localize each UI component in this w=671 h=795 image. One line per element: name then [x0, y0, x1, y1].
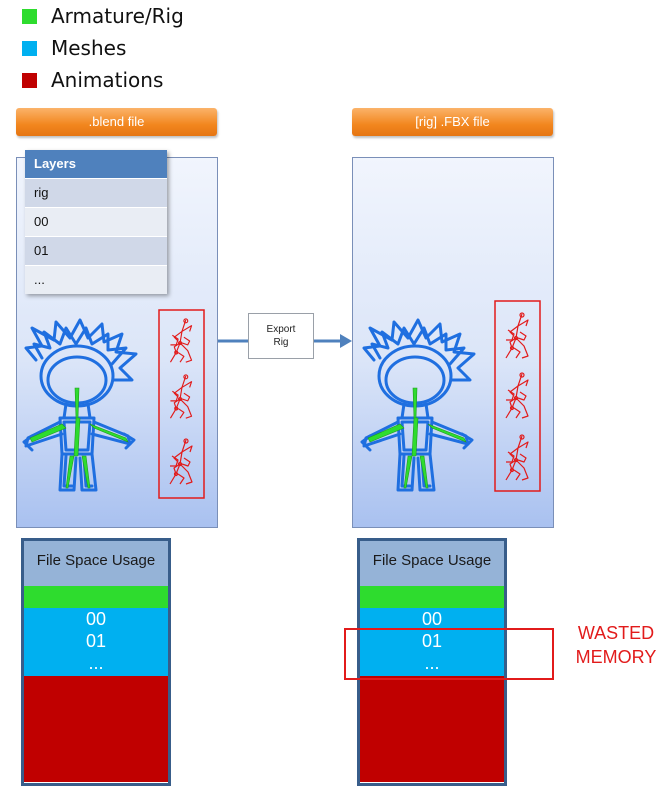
- layer-row-00[interactable]: 00: [25, 207, 167, 236]
- legend-item-animations: Animations: [22, 68, 164, 92]
- anim-frame: [169, 438, 193, 485]
- usage-bar-blend: File Space Usage 00 01 ...: [21, 538, 171, 786]
- export-label: Rig: [273, 337, 289, 348]
- usage-rig-segment: [360, 586, 504, 608]
- wasted-line: MEMORY: [575, 647, 657, 667]
- layer-row-rig[interactable]: rig: [25, 178, 167, 207]
- wasted-memory-label: WASTED MEMORY: [566, 621, 666, 669]
- usage-mesh-label: 01: [421, 631, 443, 651]
- legend-label: Meshes: [51, 36, 127, 60]
- legend-swatch: [22, 8, 37, 24]
- legend-label: Armature/Rig: [51, 4, 184, 28]
- anim-frame: [169, 318, 193, 363]
- legend-item-meshes: Meshes: [22, 36, 127, 60]
- legend-swatch: [22, 40, 37, 56]
- arrow-head-icon: [340, 334, 352, 348]
- anim-frame: [505, 434, 529, 481]
- usage-animation-segment: [360, 676, 504, 782]
- usage-mesh-label: 00: [421, 609, 443, 629]
- usage-animation-segment: [24, 676, 168, 782]
- wasted-line: WASTED: [577, 623, 655, 643]
- character-fbx: [360, 318, 476, 492]
- usage-title: File Space Usage: [24, 541, 168, 586]
- anim-frame: [505, 312, 529, 359]
- export-label: Export: [266, 324, 296, 335]
- usage-title: File Space Usage: [360, 541, 504, 586]
- animations-box-blend: [158, 309, 205, 499]
- wasted-memory-highlight: [344, 628, 554, 680]
- anim-frame: [505, 372, 529, 419]
- usage-mesh-label: 00: [85, 609, 107, 629]
- usage-mesh-label: ...: [424, 653, 440, 673]
- legend-item-rig: Armature/Rig: [22, 4, 184, 28]
- layer-row-more[interactable]: ...: [25, 265, 167, 294]
- animations-box-fbx: [494, 300, 541, 492]
- legend-swatch: [22, 72, 37, 88]
- usage-mesh-segment: 00 01 ...: [360, 608, 504, 676]
- legend-label: Animations: [51, 68, 164, 92]
- fbx-file-tab: [rig] .FBX file: [352, 108, 553, 136]
- usage-mesh-segment: 00 01 ...: [24, 608, 168, 676]
- anim-frame: [169, 374, 193, 419]
- character-blend: [22, 318, 138, 492]
- usage-rig-segment: [24, 586, 168, 608]
- usage-mesh-label: 01: [85, 631, 107, 651]
- usage-mesh-label: ...: [88, 653, 104, 673]
- layers-table: Layers rig 00 01 ...: [25, 150, 167, 294]
- usage-bar-fbx: File Space Usage 00 01 ...: [357, 538, 507, 786]
- export-rig-box: Export Rig: [248, 313, 314, 359]
- layers-header: Layers: [25, 150, 167, 178]
- blend-file-tab: .blend file: [16, 108, 217, 136]
- layer-row-01[interactable]: 01: [25, 236, 167, 265]
